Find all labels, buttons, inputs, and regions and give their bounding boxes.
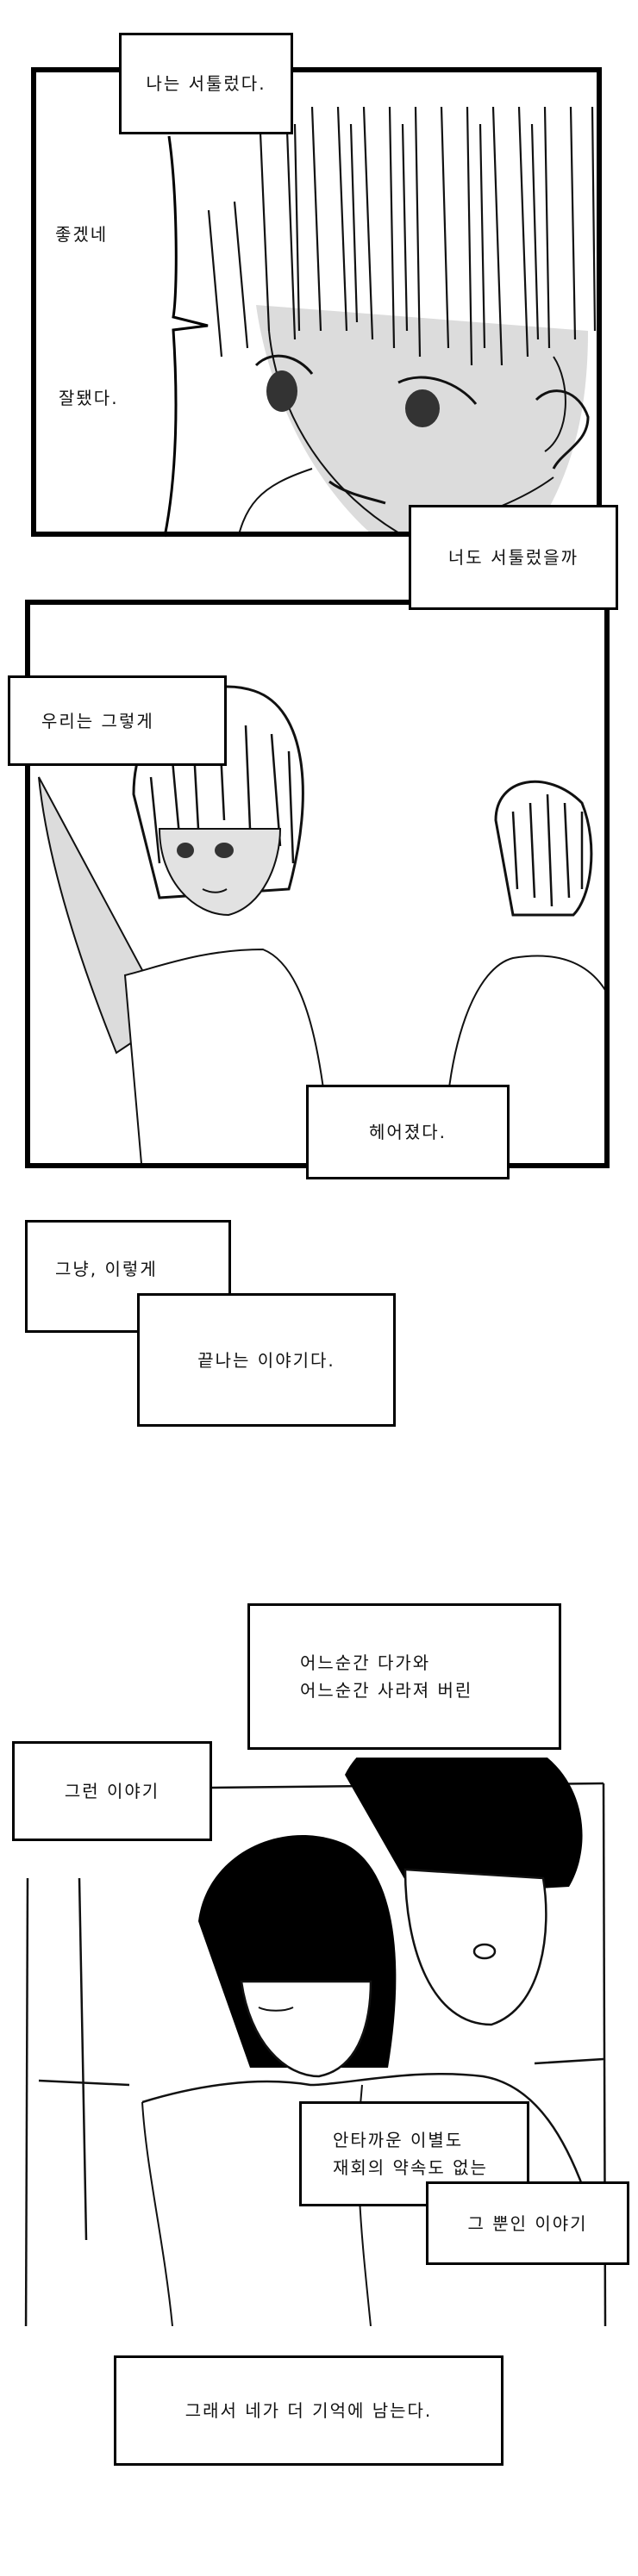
caption-box: 그런 이야기 (12, 1741, 212, 1841)
panel-1-frame (31, 67, 602, 537)
caption-box: 어느순간 다가와 어느순간 사라져 버린 (247, 1603, 561, 1750)
caption-line: 어느순간 사라져 버린 (300, 1680, 473, 1701)
caption-line: 어느순간 다가와 (300, 1652, 431, 1673)
caption-box: 너도 서툴렀을까 (409, 505, 618, 610)
caption-box: 그래서 네가 더 기억에 남는다. (114, 2355, 504, 2466)
caption-box: 나는 서툴렀다. (119, 33, 293, 134)
speech-text-2: 잘됐다. (59, 388, 119, 408)
couple-illustration (24, 1758, 607, 2326)
caption-text: 그냥, 이렇게 (55, 1259, 158, 1279)
caption-box: 끝나는 이야기다. (137, 1293, 396, 1427)
speech-text-1: 좋겠네 (55, 224, 109, 245)
boy-closeup-illustration (171, 106, 597, 532)
speech-bubble-outline (163, 135, 209, 538)
caption-box: 그 뿐인 이야기 (426, 2181, 629, 2265)
caption-line: 안타까운 이별도 (333, 2130, 464, 2150)
caption-box: 헤어졌다. (306, 1085, 510, 1179)
caption-line: 재회의 약속도 없는 (333, 2157, 488, 2178)
caption-box: 우리는 그렇게 (8, 675, 227, 766)
